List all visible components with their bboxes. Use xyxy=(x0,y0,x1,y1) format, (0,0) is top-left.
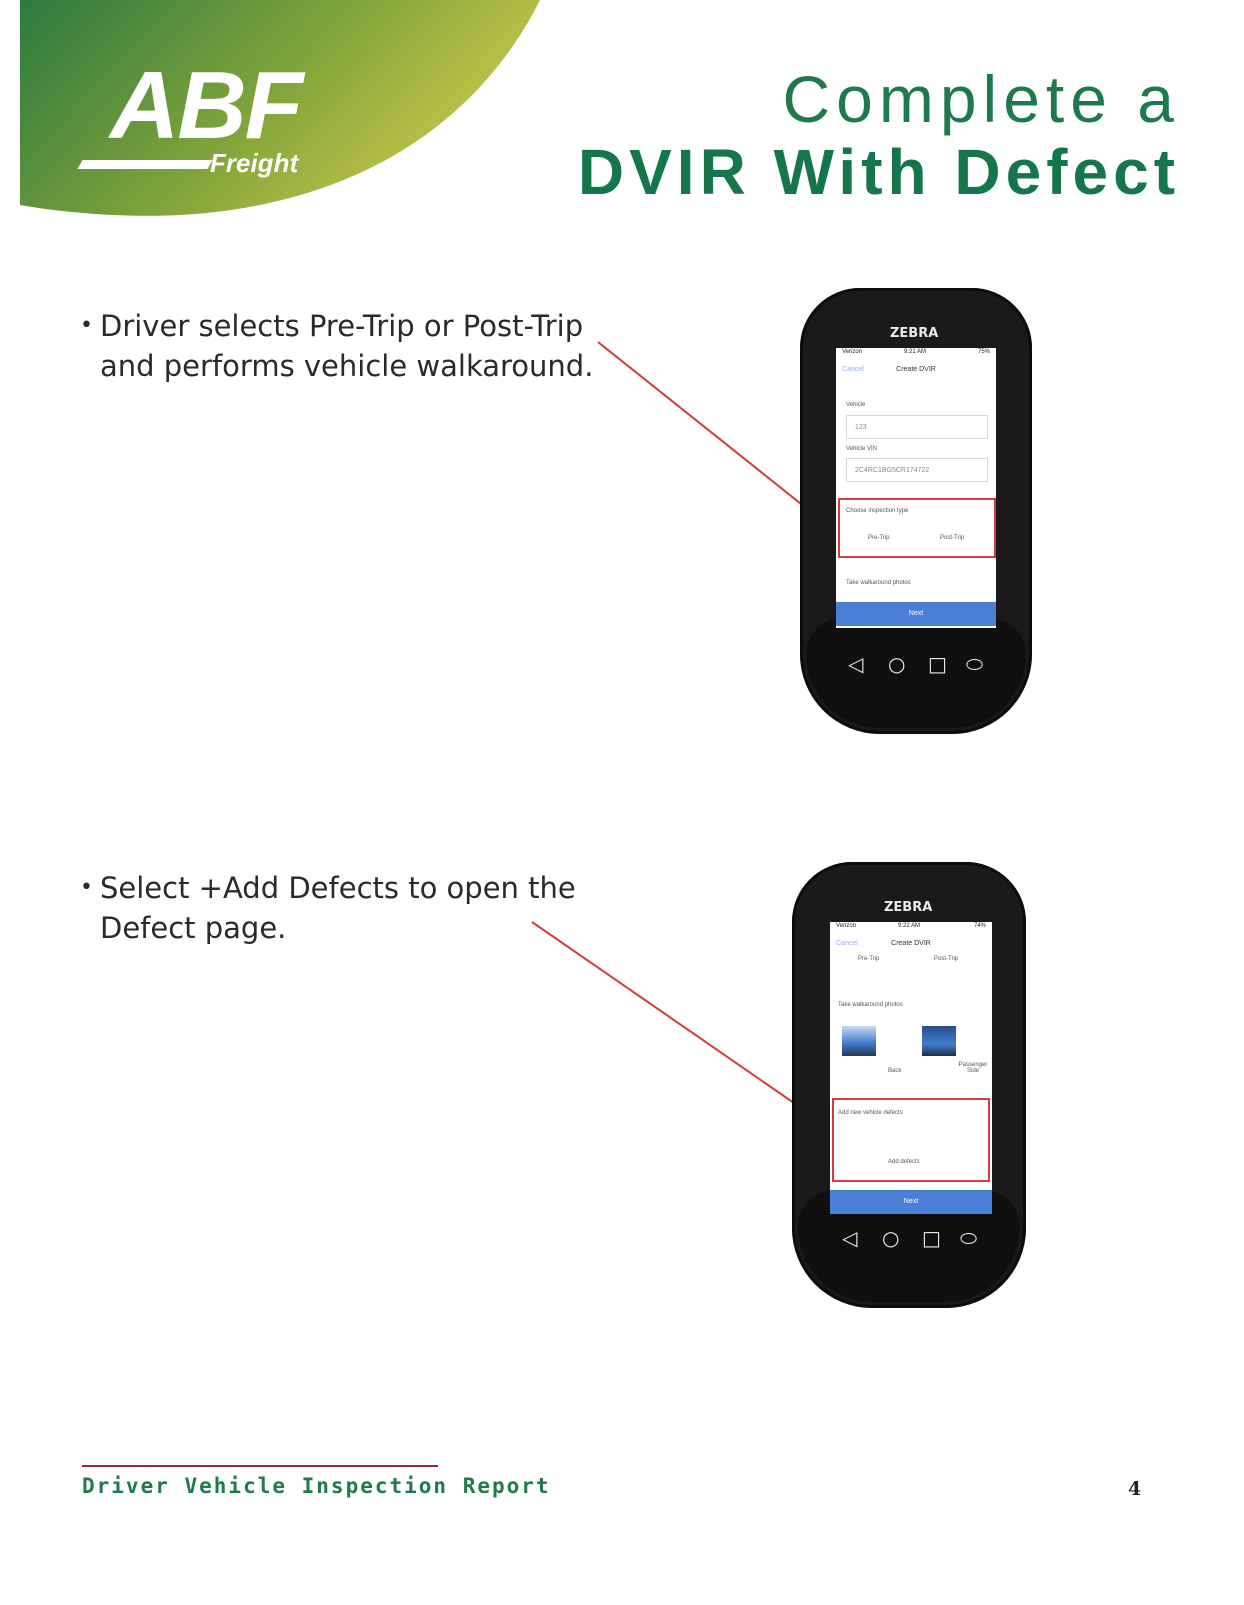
screen-title: Create DVIR xyxy=(891,940,931,947)
vehicle-label: Vehicle xyxy=(846,402,866,408)
add-defects-button[interactable]: Add defects xyxy=(888,1159,920,1165)
recents-nav-icon[interactable]: □ xyxy=(922,1226,941,1250)
phone-2: ZEBRA Verizon 9:22 AM 74% Cancel Create … xyxy=(792,862,1026,1308)
defects-label: Add new vehicle defects xyxy=(838,1110,903,1116)
footer-rule xyxy=(82,1465,438,1467)
status-bar: Verizon 9:21 AM 75% xyxy=(842,349,990,355)
photo-passenger-label: Passenger Side xyxy=(958,1062,988,1074)
page-title-line2: DVIR With Defect xyxy=(577,136,1180,208)
step-1-line1: Driver selects Pre-Trip or Post-Trip xyxy=(100,309,584,343)
assistant-nav-icon[interactable]: ⬭ xyxy=(966,652,984,676)
vin-label: Vehicle VIN xyxy=(846,446,878,452)
highlight-add-defects xyxy=(832,1098,990,1182)
vin-field[interactable]: 2C4RC1BG5CR174722 xyxy=(846,458,988,482)
status-bar: Verizon 9:22 AM 74% xyxy=(836,923,986,929)
next-button[interactable]: Next xyxy=(836,602,996,626)
zebra-brand: ZEBRA xyxy=(890,326,939,341)
cancel-button[interactable]: Cancel xyxy=(842,366,864,373)
screen-title: Create DVIR xyxy=(896,366,936,373)
truck-photo-back[interactable] xyxy=(842,1026,876,1056)
abf-freight-logo: ABF Freight xyxy=(77,58,370,192)
pre-trip-option[interactable]: Pre-Trip xyxy=(858,956,880,962)
page-number: 4 xyxy=(1128,1478,1142,1500)
nav-bar: Cancel Create DVIR xyxy=(830,940,992,958)
home-nav-icon[interactable]: ○ xyxy=(888,652,906,676)
home-nav-icon[interactable]: ○ xyxy=(882,1226,900,1250)
nav-bar: Cancel Create DVIR xyxy=(836,366,996,384)
bullet-icon: • xyxy=(80,875,93,900)
assistant-nav-icon[interactable]: ⬭ xyxy=(960,1226,978,1250)
footer-label: Driver Vehicle Inspection Report xyxy=(82,1474,551,1498)
zebra-brand: ZEBRA xyxy=(884,900,933,915)
bullet-icon: • xyxy=(80,313,93,338)
cancel-button[interactable]: Cancel xyxy=(836,940,858,947)
phone-2-screen: Verizon 9:22 AM 74% Cancel Create DVIR P… xyxy=(830,922,992,1214)
walkaround-label: Take walkaround photos xyxy=(838,1002,903,1008)
photo-back-label: Back xyxy=(888,1068,902,1074)
pre-trip-option[interactable]: Pre-Trip xyxy=(868,535,890,541)
back-nav-icon[interactable]: ◁ xyxy=(848,652,864,676)
step-2-line1: Select +Add Defects to open the xyxy=(100,871,576,905)
back-nav-icon[interactable]: ◁ xyxy=(842,1226,858,1250)
next-button[interactable]: Next xyxy=(830,1190,992,1214)
walkaround-label: Take walkaround photos xyxy=(846,580,911,586)
step-2-text: • Select +Add Defects to open the Defect… xyxy=(80,868,600,948)
highlight-inspection-type xyxy=(838,498,996,558)
step-1-text: • Driver selects Pre-Trip or Post-Trip a… xyxy=(80,306,600,386)
callout-line-1 xyxy=(597,341,841,536)
post-trip-option[interactable]: Post-Trip xyxy=(934,956,959,962)
logo-letters: ABF xyxy=(110,52,303,159)
recents-nav-icon[interactable]: □ xyxy=(928,652,947,676)
inspection-type-label: Choose inspection type xyxy=(846,508,909,514)
post-trip-option[interactable]: Post-Trip xyxy=(940,535,965,541)
truck-photo-passenger[interactable] xyxy=(922,1026,956,1056)
phone-1: ZEBRA Verizon 9:21 AM 75% Cancel Create … xyxy=(800,288,1032,734)
logo-sub: Freight xyxy=(210,148,299,178)
step-1-line2: and performs vehicle walkaround. xyxy=(100,349,594,383)
phone-1-screen: Verizon 9:21 AM 75% Cancel Create DVIR V… xyxy=(836,348,996,628)
callout-line-2 xyxy=(531,921,837,1133)
vehicle-field[interactable]: 123 xyxy=(846,415,988,439)
step-2-line2: Defect page. xyxy=(100,911,287,945)
page-title-line1: Complete a xyxy=(782,62,1180,136)
